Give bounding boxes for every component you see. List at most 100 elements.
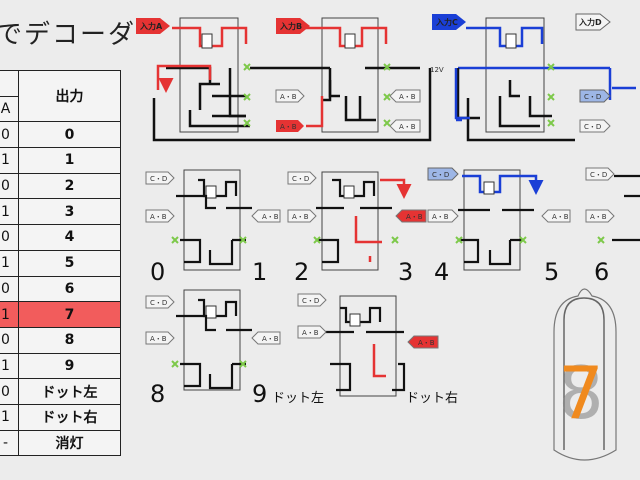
svg-text:C・D: C・D bbox=[590, 171, 607, 179]
relay-a bbox=[156, 17, 250, 133]
relay-pair-8-9 bbox=[176, 289, 252, 391]
svg-text:入力A: 入力A bbox=[139, 21, 163, 31]
output-5: 5 bbox=[544, 258, 559, 286]
output-cell: 2 bbox=[18, 172, 121, 200]
tags-middle: C・D A・B A・B C・D A・B A・B C・D A・B A・B C・D … bbox=[145, 167, 615, 349]
svg-text:A・B: A・B bbox=[262, 335, 279, 343]
svg-text:C・D: C・D bbox=[292, 175, 309, 183]
signal-a-bar-b-tag: A・B bbox=[389, 119, 421, 133]
svg-text:A・B: A・B bbox=[406, 213, 423, 221]
svg-text:A・B: A・B bbox=[432, 213, 449, 221]
output-4: 4 bbox=[434, 258, 449, 286]
output-cell: 3 bbox=[18, 198, 121, 226]
input-a-cell: 0 bbox=[0, 121, 19, 149]
input-a-tag: 入力A bbox=[136, 18, 170, 34]
green-markers-top bbox=[243, 63, 555, 127]
truth-table-row: -消灯 bbox=[0, 429, 121, 457]
svg-text:A・B: A・B bbox=[150, 335, 167, 343]
svg-text:A・B: A・B bbox=[302, 329, 319, 337]
tube-lit-digit: 7 bbox=[558, 351, 604, 435]
tube-ghost-digit: 8 bbox=[558, 351, 604, 435]
voltage-label: 12V bbox=[430, 66, 444, 74]
svg-text:A・B: A・B bbox=[552, 213, 569, 221]
nixie-tube: 8 7 bbox=[553, 288, 617, 461]
truth-table-header: 出力 bbox=[0, 69, 121, 123]
svg-text:A・B: A・B bbox=[590, 213, 607, 221]
relay-b bbox=[250, 17, 420, 133]
svg-text:C・D: C・D bbox=[150, 299, 167, 307]
svg-text:入力B: 入力B bbox=[279, 21, 302, 31]
output-header: 出力 bbox=[18, 69, 121, 123]
svg-text:C・D: C・D bbox=[584, 93, 601, 101]
relay-pair-2-3 bbox=[316, 171, 412, 271]
truth-table-header-2: A bbox=[0, 95, 121, 123]
output-cell: 7 bbox=[18, 301, 121, 328]
output-9: 9 bbox=[252, 380, 267, 408]
input-a-cell: 1 bbox=[0, 403, 19, 431]
signal-c-d-bar-tag: C・D bbox=[579, 119, 611, 133]
input-c-tag: 入力C bbox=[432, 14, 466, 30]
page-title: でデコーダ bbox=[0, 20, 137, 50]
output-cell: 1 bbox=[18, 147, 121, 174]
relay-c bbox=[456, 17, 610, 133]
signal-a-b-tag: A・B bbox=[276, 120, 304, 132]
input-header-a: A bbox=[0, 95, 19, 123]
input-a-cell: - bbox=[0, 429, 19, 457]
svg-text:C・D: C・D bbox=[584, 123, 601, 131]
input-d-tag: 入力D bbox=[575, 13, 611, 31]
input-a-cell: 1 bbox=[0, 147, 19, 174]
output-2: 2 bbox=[294, 258, 309, 286]
input-b-tag: 入力B bbox=[276, 18, 310, 34]
output-3: 3 bbox=[398, 258, 413, 286]
output-cell: 0 bbox=[18, 121, 121, 149]
svg-text:C・D: C・D bbox=[150, 175, 167, 183]
output-cell: ドット右 bbox=[18, 403, 121, 431]
svg-text:A・B: A・B bbox=[418, 339, 435, 347]
green-markers-middle bbox=[171, 236, 605, 368]
output-cell: 消灯 bbox=[18, 429, 121, 457]
svg-text:A・B: A・B bbox=[150, 213, 167, 221]
output-cell: 5 bbox=[18, 249, 121, 277]
signal-c-bar-d-tag: C・D bbox=[579, 89, 611, 103]
output-cell: ドット左 bbox=[18, 378, 121, 405]
output-dot-right: ドット右 bbox=[406, 391, 458, 406]
svg-text:A・B: A・B bbox=[399, 93, 416, 101]
svg-text:A・B: A・B bbox=[399, 123, 416, 131]
svg-text:A・B: A・B bbox=[262, 213, 279, 221]
output-cell: 8 bbox=[18, 326, 121, 354]
svg-text:C・D: C・D bbox=[302, 297, 319, 305]
input-a-cell: 0 bbox=[0, 326, 19, 354]
output-cell: 4 bbox=[18, 224, 121, 251]
signal-a-b-bar-tag: A・B bbox=[275, 89, 305, 103]
output-1: 1 bbox=[252, 258, 267, 286]
output-8: 8 bbox=[150, 380, 165, 408]
input-a-cell: 0 bbox=[0, 172, 19, 200]
svg-text:入力D: 入力D bbox=[578, 17, 602, 27]
svg-text:A・B: A・B bbox=[280, 93, 297, 101]
svg-text:C・D: C・D bbox=[432, 171, 449, 179]
relay-pair-dots bbox=[318, 295, 406, 397]
output-6: 6 bbox=[594, 258, 609, 286]
relay-pair-4-5 bbox=[458, 169, 544, 271]
input-a-cell: 1 bbox=[0, 249, 19, 277]
output-cell: 6 bbox=[18, 275, 121, 303]
relay-pair-0-1 bbox=[176, 169, 252, 271]
relay-pair-6 bbox=[612, 174, 640, 242]
svg-text:入力C: 入力C bbox=[435, 17, 458, 27]
output-cell: 9 bbox=[18, 352, 121, 380]
output-0: 0 bbox=[150, 258, 165, 286]
